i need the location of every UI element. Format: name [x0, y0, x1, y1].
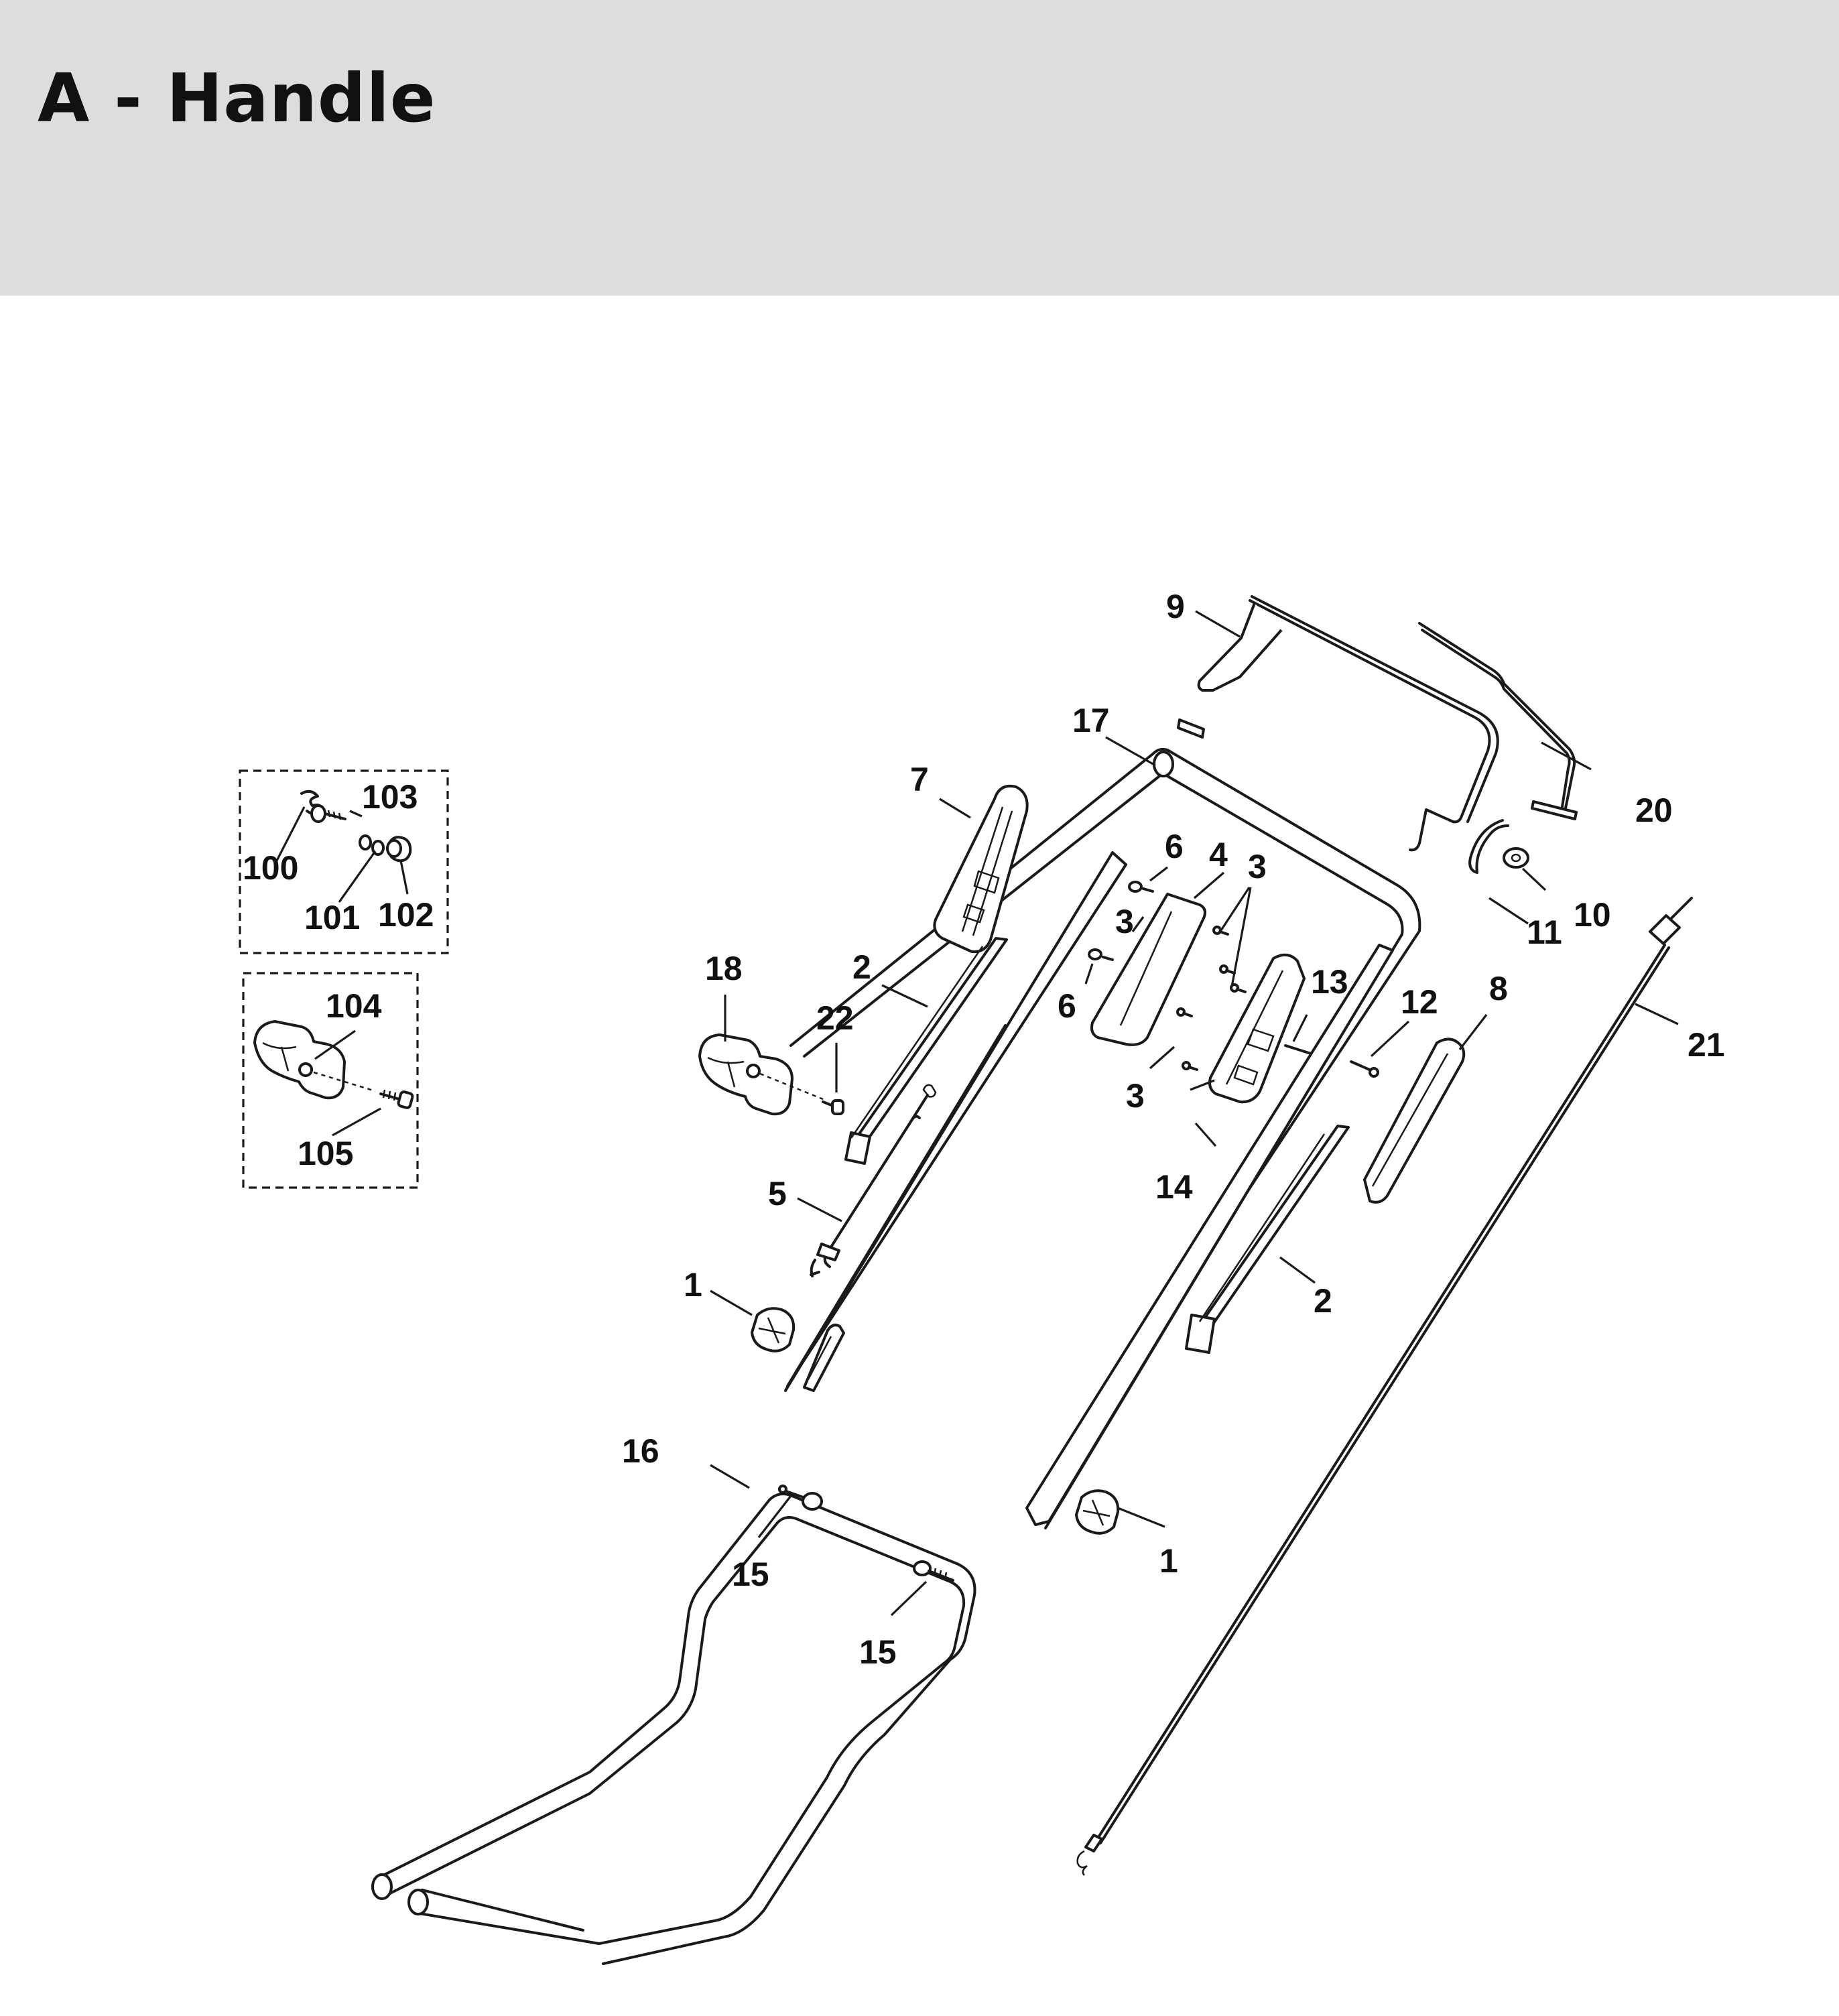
label-13: 13 [1311, 963, 1348, 1001]
label-1a: 1 [684, 1266, 702, 1304]
label-16: 16 [622, 1432, 659, 1470]
part-15-bolt-left [778, 1485, 823, 1511]
label-5: 5 [768, 1175, 787, 1212]
part-1-knob-lower [1075, 1489, 1120, 1535]
inset-dash-line [313, 1071, 376, 1092]
part-10-washer [1503, 847, 1529, 869]
part-5-cable [810, 1084, 937, 1277]
part-22-screw [822, 1099, 844, 1115]
label-21: 21 [1688, 1026, 1725, 1064]
part-4-housing-cover [1090, 893, 1206, 1046]
part-15-bolt-right [913, 1560, 954, 1582]
part-11-spring [1468, 819, 1509, 874]
label-8: 8 [1489, 970, 1508, 1007]
part-102-nut [386, 836, 412, 863]
label-6b: 6 [1058, 987, 1076, 1025]
label-6a: 6 [1165, 828, 1184, 865]
label-2a: 2 [852, 948, 871, 986]
label-17: 17 [1072, 702, 1110, 739]
part-9-bail-lever [1177, 595, 1499, 852]
label-103: 103 [362, 778, 418, 816]
label-12: 12 [1401, 983, 1438, 1021]
callout-labels: 9 17 20 10 11 21 7 6 4 3 3 6 2 22 18 5 1… [243, 588, 1725, 1671]
inset-box-upper [239, 769, 449, 954]
label-11: 11 [1527, 914, 1562, 951]
part-13-14-control-housing [1208, 953, 1312, 1104]
part-1-knob-upper [751, 1307, 796, 1352]
part-2-rail-right [1185, 1125, 1350, 1354]
part-6-washers [1088, 881, 1154, 961]
label-3b: 3 [1115, 903, 1134, 940]
label-102: 102 [378, 896, 434, 934]
part-104-clamp-lever [253, 1020, 346, 1100]
part-17-left-rail [784, 851, 1127, 1392]
page-title: A - Handle [38, 59, 436, 137]
part-103-screw [310, 804, 346, 823]
header-band: A - Handle [0, 0, 1839, 296]
label-100: 100 [243, 849, 298, 887]
part-2-rail-left [844, 937, 1008, 1165]
label-101: 101 [304, 899, 360, 936]
label-1b: 1 [1159, 1542, 1178, 1580]
part-18-clamp-lever [698, 1033, 794, 1116]
part-17-right-rail [1025, 944, 1394, 1526]
part-12-screw [1350, 1060, 1379, 1078]
inset-box-lower [242, 972, 419, 1189]
label-105: 105 [298, 1135, 353, 1172]
part-7-cover [933, 784, 1029, 954]
label-3a: 3 [1248, 848, 1267, 885]
label-15b: 15 [859, 1633, 897, 1671]
label-2b: 2 [1314, 1282, 1332, 1320]
label-4: 4 [1209, 836, 1228, 873]
label-104: 104 [326, 987, 382, 1025]
part-16-lower-handle [371, 1493, 976, 1965]
part-3-screws [1176, 926, 1247, 1071]
label-10: 10 [1574, 896, 1611, 934]
label-14: 14 [1155, 1168, 1193, 1206]
label-7: 7 [910, 761, 929, 798]
part-8-cover [1363, 1037, 1466, 1204]
part-105-bolt [379, 1089, 414, 1109]
leader-lines [273, 610, 1679, 1617]
part-21-cable [1076, 897, 1693, 1876]
label-15a: 15 [732, 1556, 769, 1593]
label-3c: 3 [1126, 1077, 1145, 1115]
dash-line-18-22 [759, 1072, 824, 1100]
label-9: 9 [1166, 588, 1185, 625]
part-101-washer [359, 834, 385, 856]
label-22: 22 [816, 999, 854, 1037]
part-20-lever [1418, 622, 1578, 820]
label-20: 20 [1635, 792, 1673, 829]
label-18: 18 [705, 950, 743, 987]
